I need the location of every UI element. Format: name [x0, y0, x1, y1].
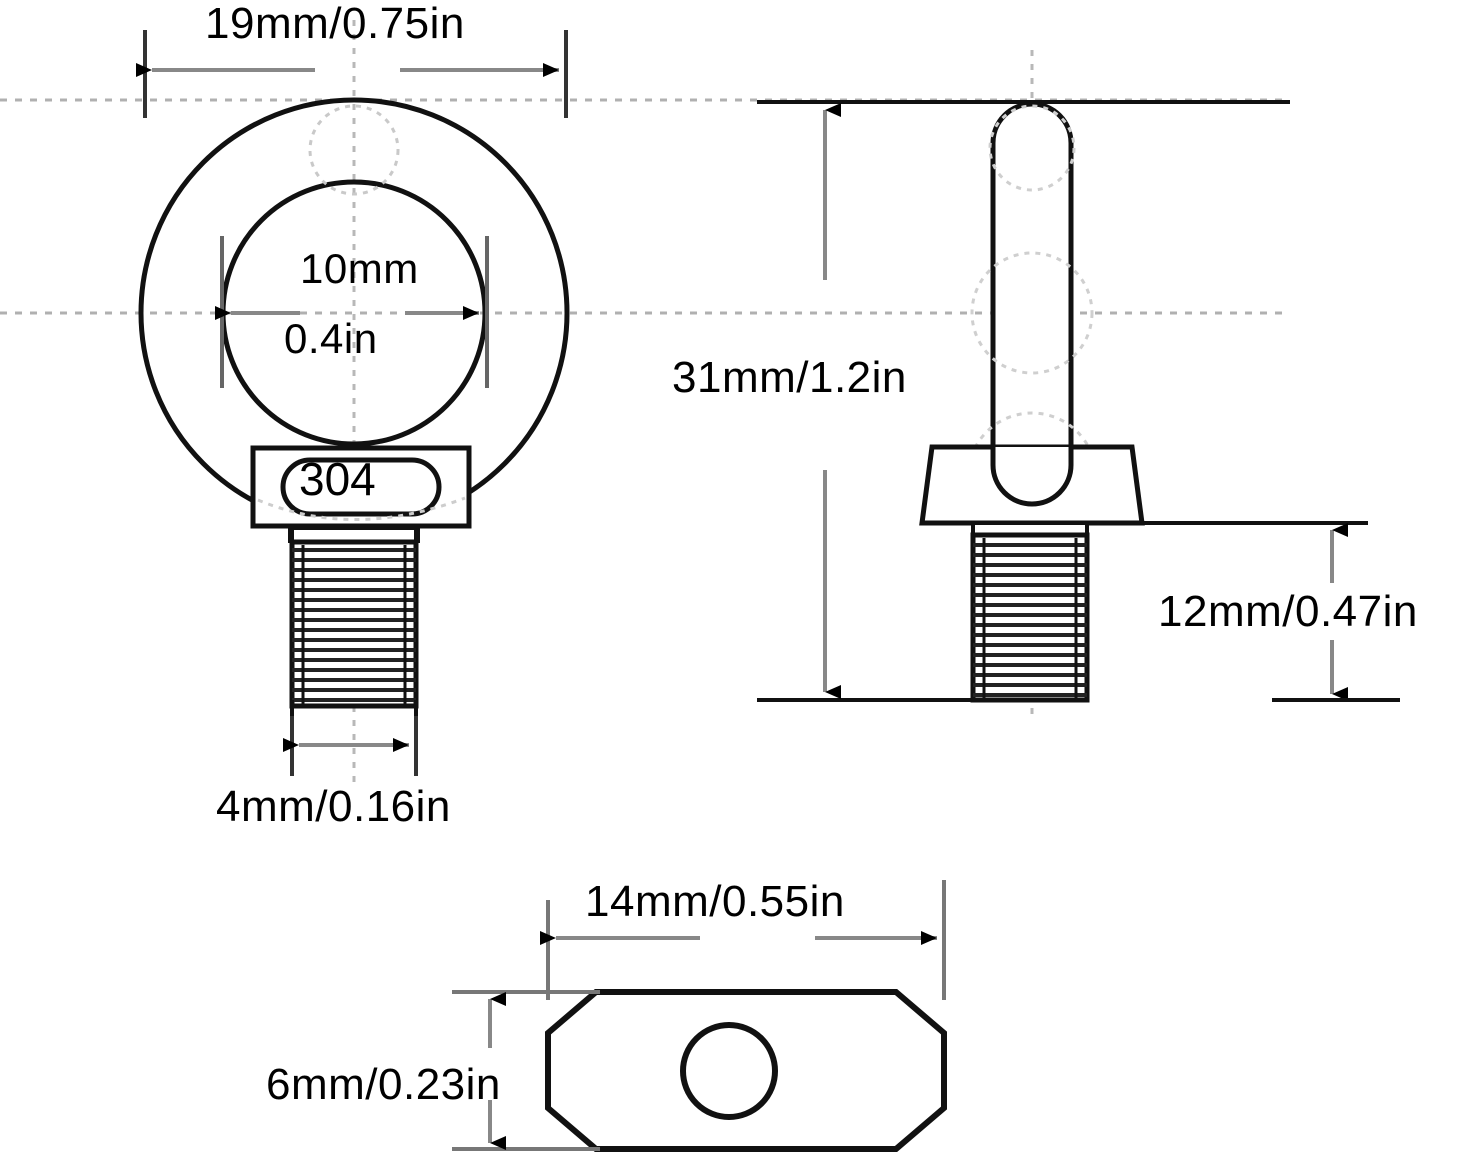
side-hidden-circle-top [988, 104, 1076, 192]
horizontal-centerlines [0, 98, 1290, 315]
dimension-label-eye-inner-mm: 10mm [300, 245, 419, 292]
collar-hidden-arc [257, 496, 466, 521]
dimension-label-eye-inner-in: 0.4in [284, 315, 378, 362]
eye-ring-profile [990, 101, 1074, 507]
dimension-10mm [215, 236, 489, 388]
material-stamp-label: 304 [299, 453, 376, 505]
dimension-label-base-thickness: 6mm/0.23in [266, 1060, 501, 1109]
side-threaded-shank [970, 532, 1090, 703]
dimension-label-overall-height: 31mm/1.2in [672, 353, 907, 402]
eye-hidden-circle-top [308, 104, 400, 196]
dimension-19mm [136, 30, 568, 118]
bottom-view [452, 880, 947, 1152]
dimension-label-outer-width: 19mm/0.75in [205, 0, 465, 48]
dimension-label-thread-length: 12mm/0.47in [1158, 587, 1418, 636]
side-hidden-circle-middle [970, 251, 1094, 375]
side-thread-hatching [973, 543, 1087, 697]
material-stamp-outline [280, 457, 442, 517]
dimension-label-base-width: 14mm/0.55in [585, 877, 845, 926]
dimension-4mm [283, 716, 418, 776]
dimension-label-thread-diameter: 4mm/0.16in [216, 782, 451, 831]
thread-hatching [292, 548, 416, 702]
dimension-12mm [1272, 523, 1400, 702]
side-view [757, 50, 1400, 720]
front-view [136, 20, 570, 790]
eye-ring-bottom-over-plate [990, 447, 1074, 507]
base-plate-center-hole [680, 1022, 778, 1120]
base-plate-octagon [545, 989, 947, 1152]
